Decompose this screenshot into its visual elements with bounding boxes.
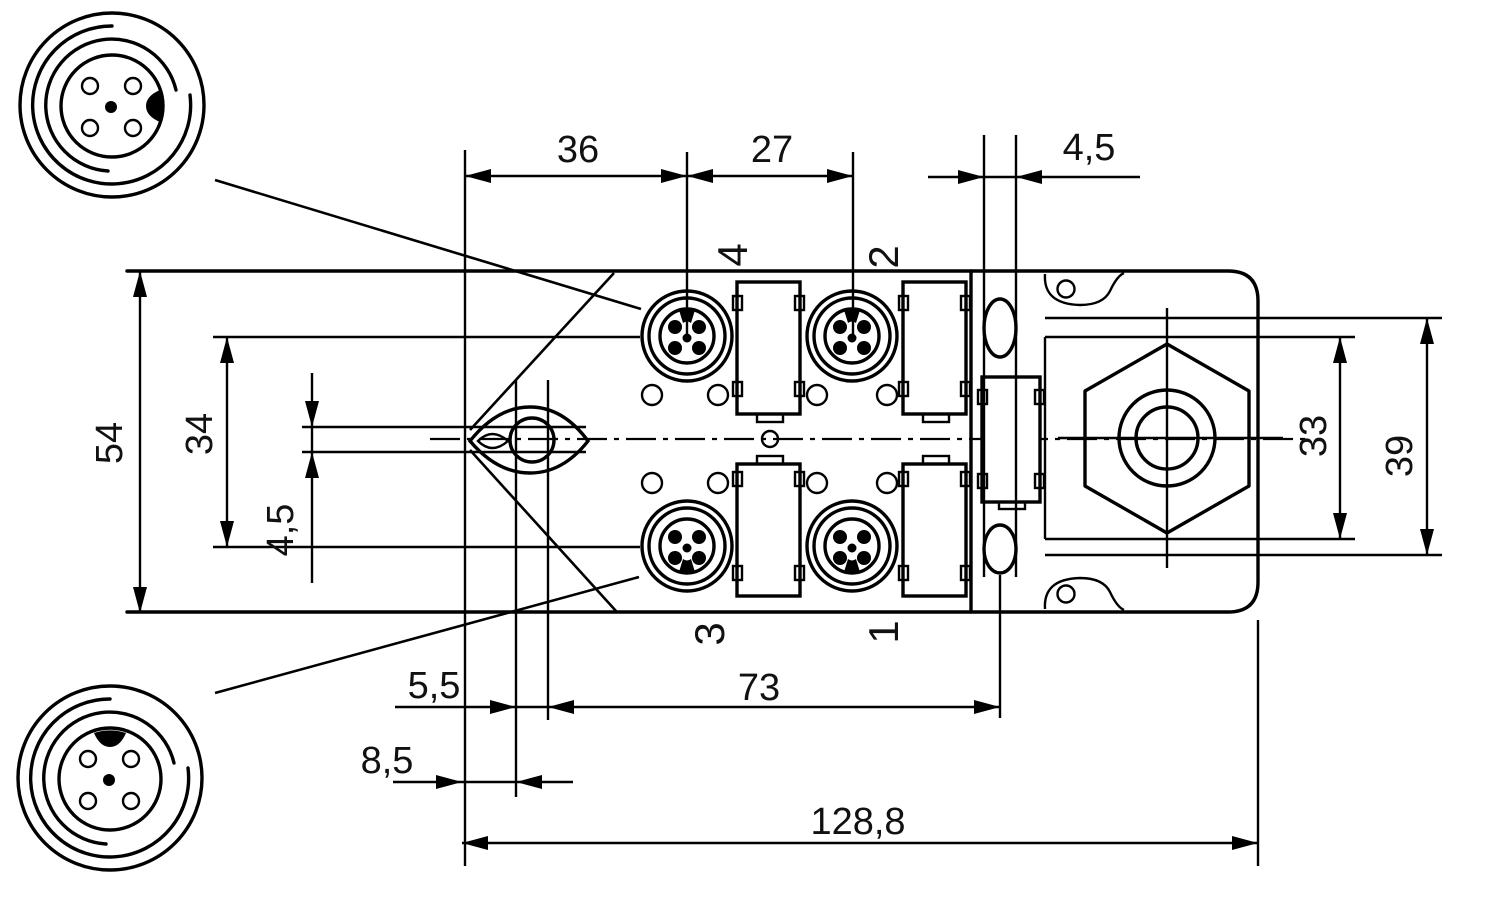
leader-lines <box>214 178 642 695</box>
corner-clip-bottom <box>1043 576 1125 612</box>
dim-1288-label: 128,8 <box>810 801 905 843</box>
dim-73-label: 73 <box>738 667 780 709</box>
port-3-label: 3 <box>686 622 733 645</box>
socket-port-1 <box>805 499 899 593</box>
dim-45-top-label: 4,5 <box>1063 127 1116 169</box>
housing-body-outline <box>125 269 1260 614</box>
blank-plug <box>897 280 972 424</box>
extension-lines <box>213 135 1260 866</box>
dim-55-label: 5,5 <box>408 665 461 707</box>
blank-plug <box>731 454 806 598</box>
blank-plug <box>897 454 972 598</box>
blank-plug <box>731 280 806 424</box>
dimension-labels: 36 27 4,5 54 34 4,5 5,5 73 8,5 128,8 33 … <box>89 127 1421 843</box>
port-2-label: 2 <box>860 245 907 268</box>
cable-gland-section <box>982 271 1442 612</box>
dim-27-label: 27 <box>751 129 793 171</box>
dim-85-label: 8,5 <box>361 740 414 782</box>
dim-45-left-label: 4,5 <box>260 504 302 557</box>
connector-detail-top-icon <box>18 11 206 199</box>
socket-port-3 <box>640 499 734 593</box>
dim-36-label: 36 <box>557 129 599 171</box>
dim-54-label: 54 <box>89 422 131 464</box>
dim-39-label: 39 <box>1379 435 1421 477</box>
screw-holes <box>640 383 899 495</box>
center-hole <box>760 429 780 449</box>
mount-slot-top <box>982 297 1018 359</box>
mount-slot-bottom <box>982 523 1018 575</box>
corner-clip-top <box>1043 271 1125 307</box>
connector-detail-bottom-icon <box>16 684 204 872</box>
dim-34-label: 34 <box>179 413 221 455</box>
blank-plug <box>976 375 1046 511</box>
dim-33-label: 33 <box>1293 415 1335 457</box>
port-labels: 4 2 3 1 <box>686 243 907 645</box>
dimension-lines <box>133 169 1434 850</box>
blank-plug-blocks <box>731 280 1046 598</box>
port-4-label: 4 <box>709 243 756 266</box>
port-1-label: 1 <box>860 620 907 643</box>
